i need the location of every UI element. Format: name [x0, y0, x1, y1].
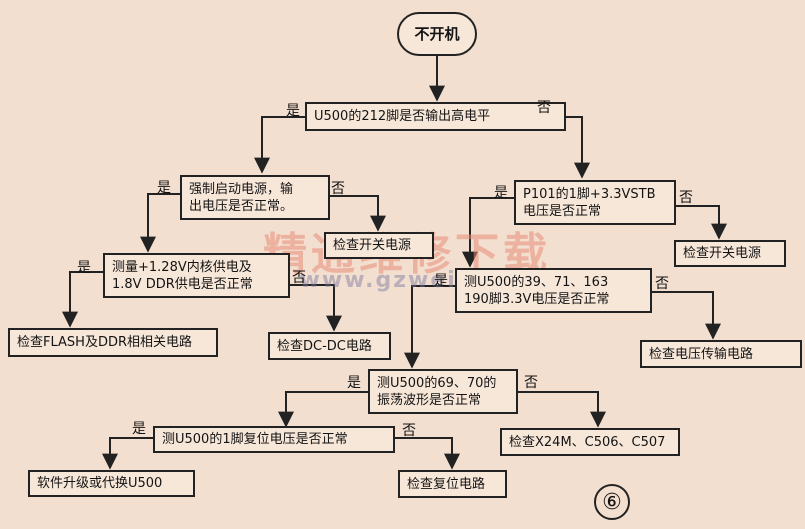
- label-force-yes: 是: [157, 180, 171, 196]
- label-u39-yes: 是: [434, 273, 448, 289]
- label-reset-yes: 是: [132, 421, 146, 437]
- question-u500-39: 测U500的39、71、163 190脚3.3V电压是否正常: [455, 268, 652, 313]
- action-check-switch-left: 检查开关电源: [324, 232, 434, 259]
- edge-measure-no: [290, 284, 342, 332]
- label-osc-no: 否: [524, 375, 538, 391]
- question-u500-39-line1: 测U500的39、71、163: [464, 274, 609, 290]
- action-check-flash-label: 检查FLASH及DDR相相关电路: [17, 335, 192, 350]
- edge-q1-no: [566, 116, 590, 179]
- question-p101-line1: P101的1脚+3.3VSTB: [523, 186, 656, 202]
- action-check-crystal-label: 检查X24M、C506、C507: [509, 434, 666, 450]
- edge-osc-yes: [278, 391, 368, 428]
- question-oscillation: 测U500的69、70的 振荡波形是否正常: [368, 369, 518, 414]
- question-oscillation-line1: 测U500的69、70的: [377, 375, 497, 391]
- question-measure-128-line2: 1.8V DDR供电是否正常: [112, 276, 253, 292]
- question-measure-128-line1: 测量+1.28V内核供电及: [112, 259, 252, 275]
- question-p101-line2: 电压是否正常: [523, 203, 602, 219]
- label-osc-yes: 是: [347, 375, 361, 391]
- label-measure-no: 否: [292, 270, 306, 286]
- action-check-switch-right: 检查开关电源: [674, 240, 786, 267]
- action-software-upgrade: 软件升级或代换U500: [28, 470, 195, 497]
- start-node-label: 不开机: [414, 24, 460, 43]
- action-check-dcdc-label: 检查DC-DC电路: [277, 338, 372, 354]
- edge-force-no: [330, 195, 386, 232]
- edge-osc-no: [518, 391, 606, 428]
- start-node: 不开机: [397, 12, 477, 56]
- action-check-switch-left-label: 检查开关电源: [333, 238, 412, 253]
- edge-reset-yes: [102, 437, 153, 470]
- question-measure-128: 测量+1.28V内核供电及 1.8V DDR供电是否正常: [103, 253, 290, 298]
- action-check-reset: 检查复位电路: [398, 470, 507, 498]
- edge-p101-yes: [462, 197, 514, 268]
- label-reset-no: 否: [402, 423, 416, 439]
- action-software-upgrade-label: 软件升级或代换U500: [37, 476, 163, 491]
- question-u500-39-line2: 190脚3.3V电压是否正常: [464, 291, 610, 307]
- action-check-transfer: 检查电压传输电路: [640, 340, 802, 368]
- label-p101-yes: 是: [494, 185, 508, 201]
- question-force-start-line1: 强制启动电源，输: [189, 181, 294, 197]
- question-reset: 测U500的1脚复位电压是否正常: [153, 426, 395, 453]
- label-q1-no: 否: [537, 100, 551, 116]
- question-force-start: 强制启动电源，输 出电压是否正常。: [180, 175, 330, 220]
- question-p101: P101的1脚+3.3VSTB 电压是否正常: [514, 180, 676, 225]
- page-number: ⑥: [594, 484, 630, 520]
- question-u500-212: U500的212脚是否输出高电平: [305, 102, 566, 131]
- label-measure-yes: 是: [77, 260, 91, 276]
- label-force-no: 否: [331, 181, 345, 197]
- edge-p101-no: [676, 205, 727, 240]
- label-p101-no: 否: [679, 190, 693, 206]
- label-q1-yes: 是: [286, 103, 300, 119]
- action-check-reset-label: 检查复位电路: [407, 476, 486, 492]
- edge-measure-yes: [62, 271, 103, 328]
- action-check-switch-right-label: 检查开关电源: [683, 246, 762, 261]
- edge-q1-yes: [254, 116, 305, 174]
- question-reset-line1: 测U500的1脚复位电压是否正常: [162, 432, 348, 447]
- action-check-flash: 检查FLASH及DDR相相关电路: [8, 328, 218, 357]
- label-u39-no: 否: [655, 276, 669, 292]
- action-check-dcdc: 检查DC-DC电路: [268, 332, 391, 360]
- question-u500-212-line1: U500的212脚是否输出高电平: [314, 109, 491, 124]
- action-check-transfer-label: 检查电压传输电路: [649, 346, 754, 362]
- question-force-start-line2: 出电压是否正常。: [189, 198, 294, 214]
- edge-reset-no: [395, 437, 460, 470]
- question-oscillation-line2: 振荡波形是否正常: [377, 392, 482, 408]
- edge-force-yes: [140, 193, 180, 253]
- edge-u39-yes: [404, 285, 455, 369]
- action-check-crystal: 检查X24M、C506、C507: [500, 428, 680, 456]
- edge-u39-no: [652, 291, 721, 340]
